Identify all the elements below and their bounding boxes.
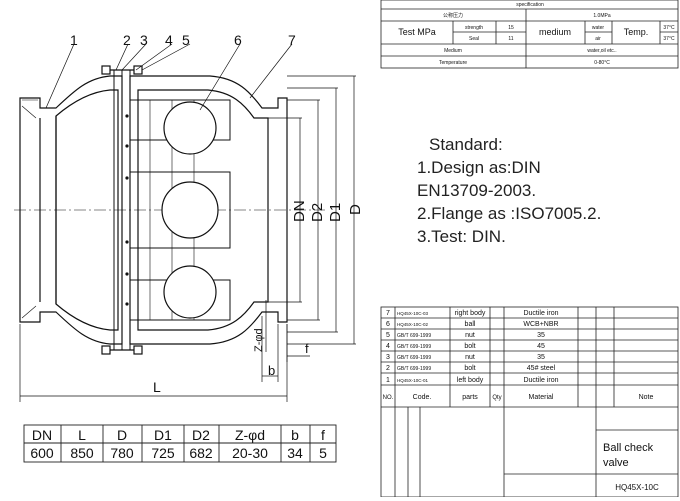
dim-value-z: 20-30 bbox=[232, 445, 268, 461]
spec-pressure-label: 公称压力 bbox=[443, 12, 463, 19]
bom-code-6: HQ45X-10C-02 bbox=[397, 322, 429, 327]
bom-no-1: 1 bbox=[386, 377, 390, 384]
dim-value-l: 850 bbox=[70, 445, 94, 461]
spec-medium-row-value: water,oil etc.. bbox=[587, 48, 616, 54]
bom-no-5: 5 bbox=[386, 332, 390, 339]
dim-header-d: D bbox=[117, 427, 127, 443]
dim-b: b bbox=[268, 363, 275, 378]
bom-material-1: Ductile iron bbox=[523, 377, 558, 384]
spec-temperature-label: Temperature bbox=[439, 60, 467, 66]
standard-line2: EN13709-2003. bbox=[417, 181, 536, 200]
bom-part-3: nut bbox=[465, 354, 475, 361]
bom-material-7: Ductile iron bbox=[523, 310, 558, 317]
spec-title: specification bbox=[516, 2, 544, 8]
spec-test-label: Test MPa bbox=[398, 27, 436, 37]
dim-d2: D2 bbox=[309, 203, 326, 222]
callout-4: 4 bbox=[165, 32, 173, 48]
spec-temperature-value: 0-80°C bbox=[594, 60, 610, 66]
bom-no-4: 4 bbox=[386, 343, 390, 350]
dim-value-d2: 682 bbox=[189, 445, 213, 461]
dim-header-b: b bbox=[291, 427, 299, 443]
title-block: Ball check valve HQ45X-10C bbox=[603, 442, 659, 492]
title-drawing-no: HQ45X-10C bbox=[615, 483, 659, 492]
standard-line1: 1.Design as:DIN bbox=[417, 158, 541, 177]
bom-no-6: 6 bbox=[386, 321, 390, 328]
callout-7: 7 bbox=[288, 32, 296, 48]
bom-material-3: 35 bbox=[537, 354, 545, 361]
bom-code-7: HQ45X-10C-03 bbox=[397, 311, 429, 316]
bom-no-2: 2 bbox=[386, 365, 390, 372]
bom-material-6: WCB+NBR bbox=[523, 321, 558, 328]
standard-title: Standard: bbox=[429, 135, 503, 154]
callout-5: 5 bbox=[182, 32, 190, 48]
dim-d1: D1 bbox=[327, 203, 344, 222]
bom-header-no: NO. bbox=[383, 395, 394, 401]
bom-header-material: Material bbox=[529, 394, 554, 401]
dim-header-f: f bbox=[321, 427, 325, 443]
bom-no-7: 7 bbox=[386, 310, 390, 317]
callout-3: 3 bbox=[140, 32, 148, 48]
spec-pressure-value: 1.0MPa bbox=[593, 13, 610, 19]
bom-header-parts: parts bbox=[462, 394, 478, 401]
title-name-line1: Ball check bbox=[603, 442, 654, 454]
bom-material-5: 35 bbox=[537, 332, 545, 339]
standard-line4: 3.Test: DIN. bbox=[417, 227, 506, 246]
bom-header-qty: Qty bbox=[492, 395, 501, 401]
bom-no-3: 3 bbox=[386, 354, 390, 361]
bom-part-6: ball bbox=[465, 321, 476, 328]
spec-table bbox=[380, 0, 679, 69]
spec-seal-value: 11 bbox=[508, 36, 513, 42]
dim-header-d2: D2 bbox=[192, 427, 210, 443]
title-name-line2: valve bbox=[603, 457, 629, 469]
bom-table bbox=[380, 306, 679, 498]
bom-material-4: 45 bbox=[537, 343, 545, 350]
dim-value-d: 780 bbox=[110, 445, 134, 461]
bom-code-2: GB/T 699-1999 bbox=[397, 366, 431, 372]
bom-part-7: right body bbox=[455, 310, 486, 317]
bom-code-4: GB/T 699-1999 bbox=[397, 344, 431, 350]
spec-medium-label: medium bbox=[539, 27, 571, 37]
valve-drawing bbox=[14, 43, 356, 402]
bom-material-2: 45# steel bbox=[527, 365, 556, 372]
spec-temp-water: 37°C bbox=[663, 25, 675, 31]
dim-f: f bbox=[305, 341, 309, 356]
callout-2: 2 bbox=[123, 32, 131, 48]
spec-water-label: water bbox=[592, 25, 605, 31]
standard-line3: 2.Flange as :ISO7005.2. bbox=[417, 204, 601, 223]
callout-6: 6 bbox=[234, 32, 242, 48]
bom-code-1: HQ45X-10C-01 bbox=[397, 378, 429, 383]
bom-code-5: GB/T 699-1999 bbox=[397, 333, 431, 339]
bom-part-2: bolt bbox=[464, 365, 475, 372]
dim-z: Z-φd bbox=[253, 328, 265, 352]
bom-part-5: nut bbox=[465, 332, 475, 339]
standard-notes: Standard: 1.Design as:DIN EN13709-2003. … bbox=[417, 135, 601, 246]
dim-dn: DN bbox=[291, 200, 308, 222]
dim-header-z: Z-φd bbox=[235, 427, 265, 443]
bom-part-4: bolt bbox=[464, 343, 475, 350]
bom-header-note: Note bbox=[639, 394, 654, 401]
spec-medium-row-label: Medium bbox=[444, 48, 462, 54]
bom-code-3: GB/T 699-1999 bbox=[397, 355, 431, 361]
dim-value-f: 5 bbox=[319, 445, 327, 461]
dimension-table bbox=[23, 424, 337, 463]
spec-air-label: air bbox=[595, 36, 601, 42]
dim-d: D bbox=[347, 204, 364, 215]
dim-header-l: L bbox=[78, 427, 86, 443]
bom-header-code: Code. bbox=[413, 394, 432, 401]
dim-value-d1: 725 bbox=[151, 445, 175, 461]
spec-strength-label: strength bbox=[465, 25, 483, 31]
spec-strength-value: 15 bbox=[508, 25, 514, 31]
bom-rows: 7 HQ45X-10C-03 right body Ductile iron 6… bbox=[383, 310, 654, 401]
dim-value-b: 34 bbox=[287, 445, 303, 461]
spec-seal-label: Seal bbox=[469, 36, 479, 42]
dim-l: L bbox=[153, 379, 161, 395]
spec-temp-air: 37°C bbox=[663, 36, 675, 42]
bom-part-1: left body bbox=[457, 377, 484, 384]
callout-1: 1 bbox=[70, 32, 78, 48]
dim-value-dn: 600 bbox=[30, 445, 54, 461]
dim-header-d1: D1 bbox=[154, 427, 172, 443]
dim-header-dn: DN bbox=[32, 427, 52, 443]
spec-temp-label: Temp. bbox=[624, 27, 649, 37]
